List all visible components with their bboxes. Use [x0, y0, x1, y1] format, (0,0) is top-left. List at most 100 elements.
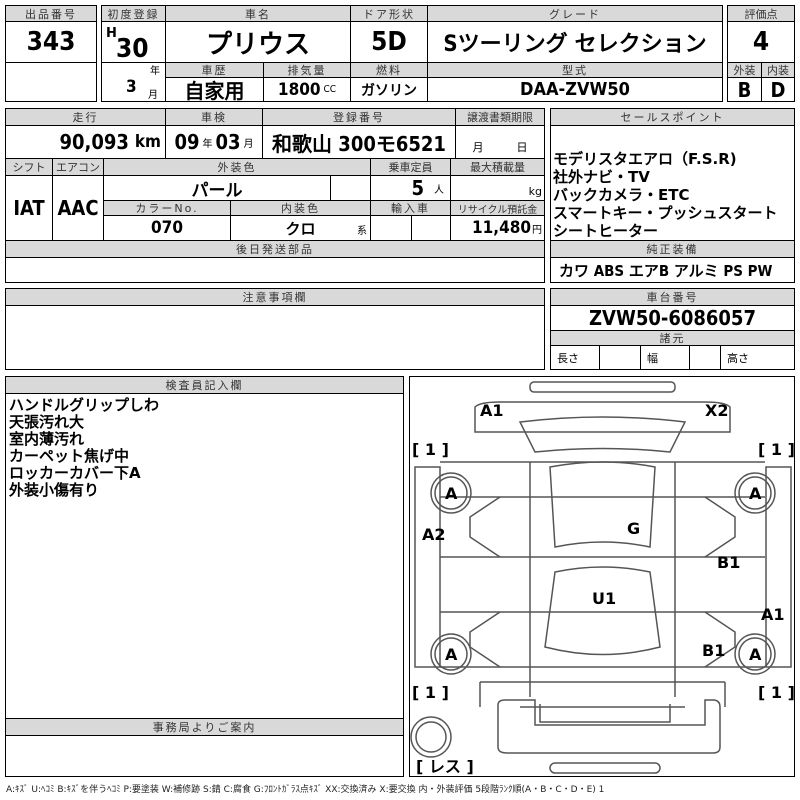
- mark-a2: A2: [422, 525, 446, 544]
- year-unit: 年: [150, 66, 160, 77]
- cc-unit: CC: [323, 84, 337, 95]
- mark-a1-front: A1: [480, 401, 504, 420]
- shift-value: IAT: [5, 175, 53, 241]
- mark-x2: X2: [705, 401, 728, 420]
- lot-blank: [5, 62, 97, 102]
- sales-item: モデリスタエアロ（F.S.R): [553, 150, 737, 168]
- first-reg-year: 30: [116, 34, 149, 64]
- car-outline: [410, 381, 792, 774]
- inspector-item: カーペット焦げ中: [9, 447, 130, 465]
- color-no-value: 070: [103, 215, 231, 241]
- model-label: 型式: [427, 62, 723, 78]
- mark-spare-tire-less: [ レス ]: [416, 757, 474, 776]
- inspector-item: 室内薄汚れ: [9, 430, 85, 448]
- inspector-item: ハンドルグリップしわ: [9, 396, 160, 414]
- color-no-label: カラーNo.: [103, 200, 231, 216]
- transfer-label: 譲渡書類期限: [455, 108, 545, 126]
- sales-points: モデリスタエアロ（F.S.R) 社外ナビ・TV バックカメラ・ETC スマートキ…: [550, 125, 795, 241]
- later-parts-label: 後日発送部品: [5, 240, 545, 258]
- day-unit: 日: [516, 141, 528, 154]
- capacity-label: 乗車定員: [370, 158, 451, 176]
- fuel-value: ガソリン: [350, 77, 428, 102]
- reg-no-value: 和歌山 300モ6521: [262, 125, 456, 159]
- mark-u1: U1: [592, 589, 616, 608]
- max-load-cell: kg: [450, 175, 545, 201]
- history-value: 自家用: [165, 77, 264, 102]
- ac-label: エアコン: [52, 158, 104, 176]
- fuel-label: 燃料: [350, 62, 428, 78]
- notes-label: 注意事項欄: [5, 288, 545, 306]
- width-value: [689, 345, 721, 370]
- car-diagram: A1 X2 [ 1 ] [ 1 ] A A A2 G B1 U1 A1 A B1…: [409, 376, 795, 777]
- era: H: [106, 26, 117, 41]
- mark-a1-right: A1: [761, 605, 785, 624]
- transfer-cell: 月日: [455, 125, 545, 159]
- spec-label: 諸元: [550, 330, 795, 346]
- height-label: 高さ: [720, 345, 795, 370]
- int-grade-label: 内装: [761, 62, 795, 78]
- sales-item: スマートキー・プッシュスタート: [553, 204, 778, 222]
- mark-a-front-left-wheel: A: [445, 484, 458, 503]
- door-value: 5D: [350, 21, 428, 63]
- ext-color-value: パール: [103, 175, 331, 201]
- year-unit: 年: [202, 138, 213, 150]
- mark-a-rear-right-wheel: A: [749, 645, 762, 664]
- recycle-label: リサイクル預託金: [450, 200, 545, 216]
- mark-1-rear-right: [ 1 ]: [758, 683, 795, 702]
- damage-marks: A1 X2 [ 1 ] [ 1 ] A A A2 G B1 U1 A1 A B1…: [412, 401, 795, 776]
- int-grade: D: [761, 77, 795, 102]
- capacity-value: 5: [411, 176, 424, 200]
- import-cell-1: [370, 215, 412, 241]
- km-unit: km: [134, 132, 161, 152]
- sales-item: 社外ナビ・TV: [553, 168, 650, 186]
- score-value: 4: [727, 21, 795, 63]
- ext-color-extra: [330, 175, 371, 201]
- sales-label: セールスポイント: [550, 108, 795, 126]
- history-label: 車歴: [165, 62, 264, 78]
- grade-value: Sツーリング セレクション: [427, 21, 723, 63]
- divider: [102, 62, 165, 63]
- shift-label: シフト: [5, 158, 53, 176]
- equipment-value: カワ ABS エアB アルミ PS PW: [550, 257, 795, 283]
- mileage-label: 走行: [5, 108, 166, 126]
- later-parts-area: [5, 257, 545, 283]
- first-reg-cell: H 30 年 3 月: [101, 21, 166, 102]
- inspection-month: 03: [215, 130, 241, 154]
- inspection-label: 車検: [165, 108, 263, 126]
- car-name-label: 車名: [165, 5, 351, 22]
- mileage-value: 90,093: [59, 130, 129, 154]
- int-color-value: クロ: [285, 219, 316, 238]
- ac-value: AAC: [52, 175, 104, 241]
- sales-item: バックカメラ・ETC: [553, 186, 690, 204]
- ext-grade-label: 外装: [727, 62, 762, 78]
- mark-1-front-left: [ 1 ]: [412, 440, 449, 459]
- first-reg-month: 3: [126, 77, 137, 97]
- grade-label: グレード: [427, 5, 723, 22]
- ext-color-label: 外装色: [103, 158, 371, 176]
- max-load-label: 最大積載量: [450, 158, 545, 176]
- lot-label: 出品番号: [5, 5, 97, 22]
- mark-b1-right: B1: [717, 553, 740, 572]
- displacement-value: 1800: [277, 79, 321, 100]
- sales-item: シートヒーター: [553, 222, 659, 240]
- month-unit: 月: [243, 138, 254, 150]
- first-reg-label: 初度登録: [101, 5, 166, 22]
- int-color-cell: クロ 系: [230, 215, 371, 241]
- office-area: [5, 735, 404, 777]
- car-name: プリウス: [165, 21, 351, 63]
- int-color-label: 内装色: [230, 200, 371, 216]
- inspector-item: 天張汚れ大: [9, 413, 85, 431]
- office-label: 事務局よりご案内: [5, 718, 404, 736]
- length-value: [599, 345, 641, 370]
- score-label: 評価点: [727, 5, 795, 22]
- model-value: DAA-ZVW50: [427, 77, 723, 102]
- mark-g: G: [627, 519, 640, 538]
- length-label: 長さ: [550, 345, 600, 370]
- displacement-label: 排気量: [263, 62, 351, 78]
- kei-unit: 系: [357, 226, 367, 237]
- chassis-value: ZVW50-6086057: [550, 305, 795, 331]
